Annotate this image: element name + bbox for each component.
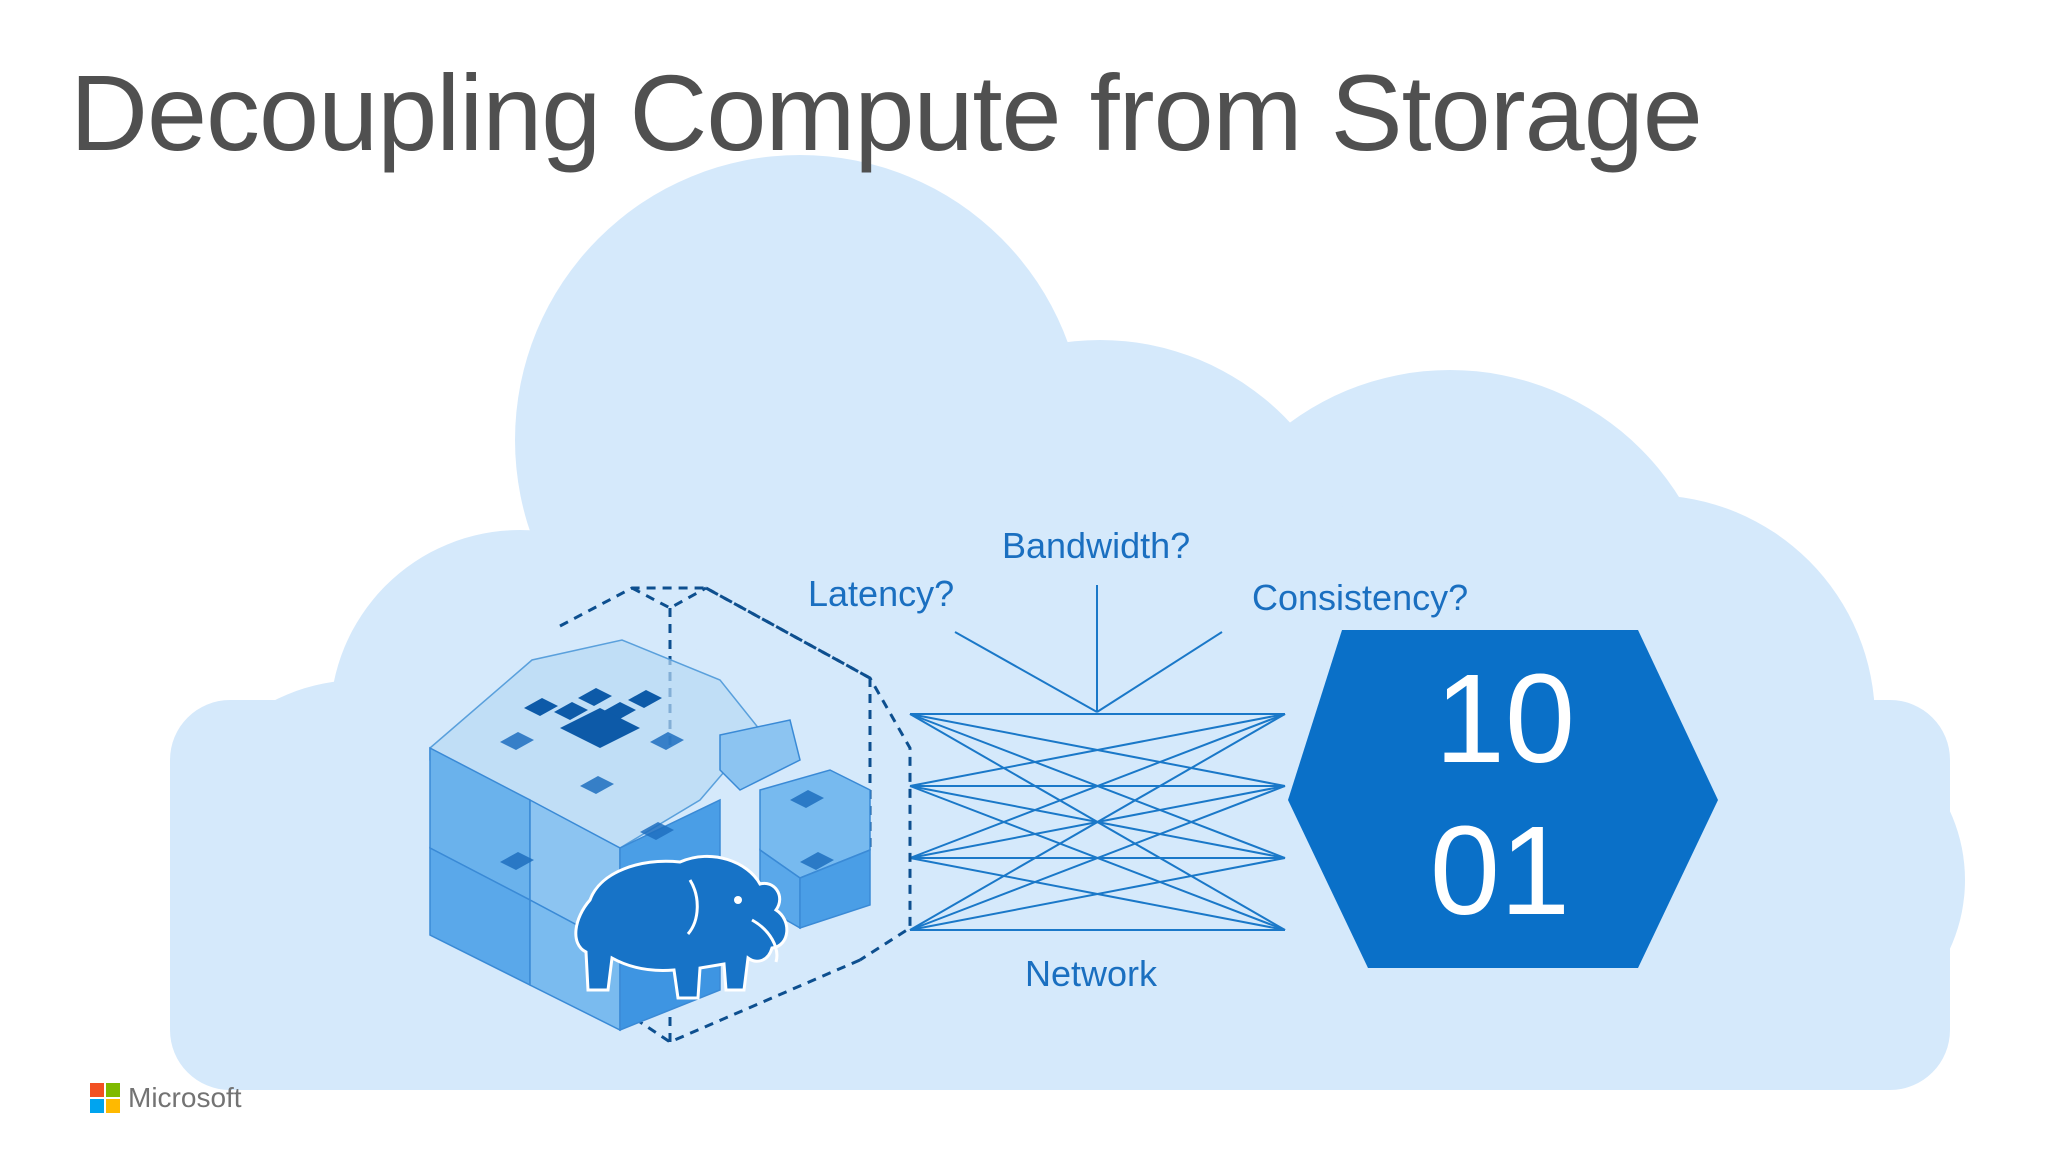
- microsoft-logo: Microsoft: [90, 1082, 242, 1114]
- storage-line-2: 01: [1430, 800, 1570, 941]
- latency-label: Latency?: [808, 573, 954, 614]
- bandwidth-label: Bandwidth?: [1002, 525, 1190, 566]
- slide-title: Decoupling Compute from Storage: [70, 52, 1703, 173]
- storage-line-1: 10: [1435, 648, 1575, 789]
- label-connectors: [954, 585, 1223, 713]
- company-name: Microsoft: [128, 1082, 242, 1113]
- hadoop-elephant-icon: [574, 854, 789, 1000]
- network-mesh: [909, 713, 1286, 931]
- consistency-label: Consistency?: [1252, 577, 1468, 618]
- network-label: Network: [1025, 953, 1158, 994]
- cloud-shape: [170, 155, 1965, 1090]
- microsoft-windows-icon: [90, 1083, 120, 1113]
- binary-storage-hexagon-icon: 10 01: [1288, 630, 1718, 968]
